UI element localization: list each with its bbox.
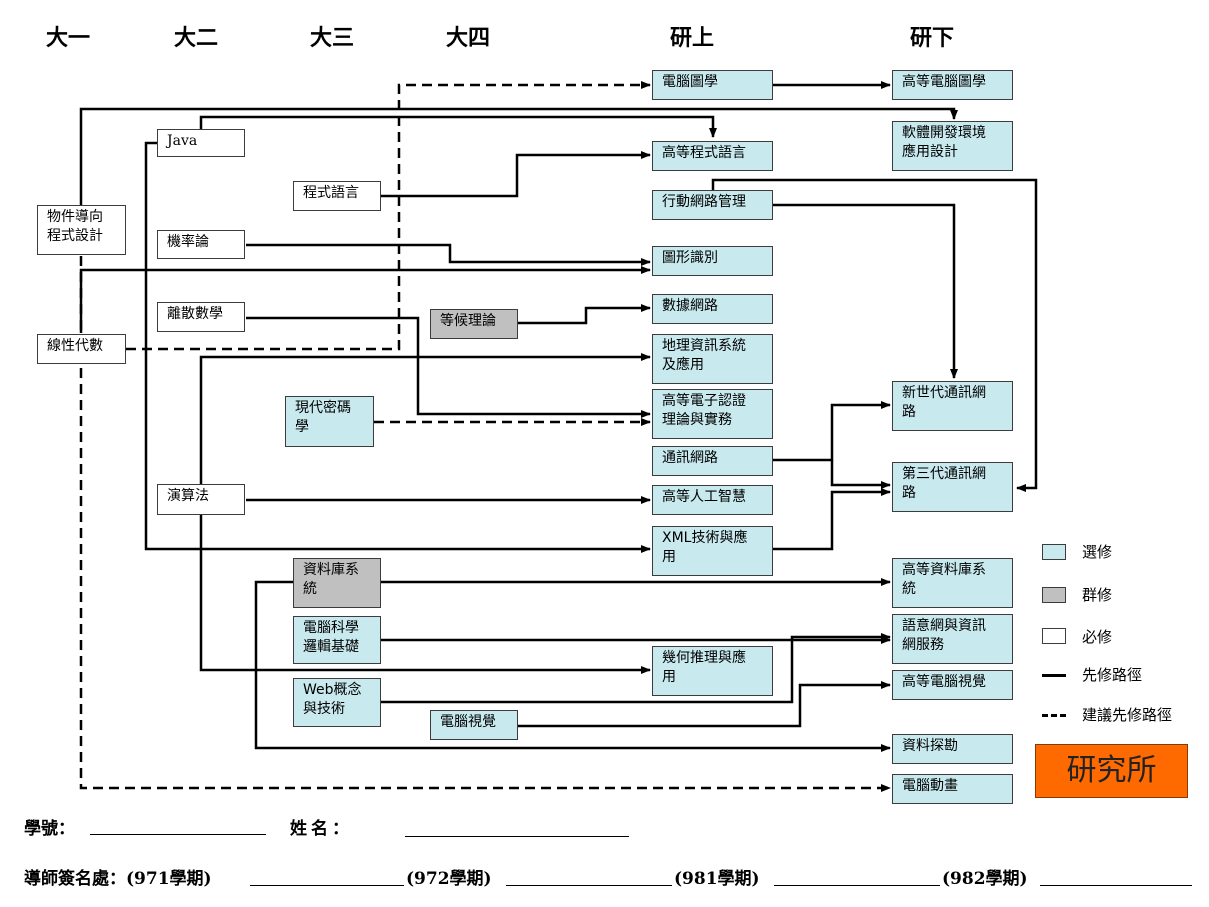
course-mining[interactable]: 資料探勘 [892, 734, 1013, 764]
course-algo[interactable]: 演算法 [157, 484, 245, 515]
link-web-semweb [381, 633, 891, 704]
year-4-header: 大四 [446, 25, 491, 51]
course-ecert[interactable]: 高等電子認證 理論與實務 [652, 389, 773, 439]
course-ai[interactable]: 高等人工智慧 [652, 485, 773, 515]
legend-prereq-line [1042, 674, 1066, 677]
course-xml[interactable]: XML技術與應 用 [652, 526, 773, 576]
link-mobile-nextgen [773, 203, 958, 379]
course-discrete[interactable]: 離散數學 [157, 302, 245, 332]
legend-group-swatch [1042, 587, 1066, 603]
course-pattern[interactable]: 圖形識別 [652, 246, 773, 276]
link-algo-gis [199, 353, 651, 516]
year-1-header: 大一 [46, 25, 91, 51]
link-linalg-graphics [126, 81, 651, 351]
year-3-header: 大三 [310, 25, 355, 51]
course-java[interactable]: Java [157, 129, 245, 157]
course-swenv[interactable]: 軟體開發環境 應用設計 [892, 121, 1013, 171]
link-discrete-ecert [246, 316, 651, 418]
course-queue[interactable]: 等候理論 [430, 309, 518, 339]
link-proglang-advprog [381, 151, 651, 198]
sign-field-972[interactable] [506, 885, 672, 886]
link-algo-geom [199, 516, 651, 674]
link-oop-anim [79, 256, 891, 792]
link-java-advprog [199, 115, 717, 138]
course-web[interactable]: Web概念 與技術 [293, 678, 381, 727]
course-semweb[interactable]: 語意網與資訊 網服務 [892, 614, 1013, 664]
link-cv-advcv [518, 681, 891, 728]
sem-982-label: (982學期) [942, 869, 1028, 889]
course-oop[interactable]: 物件導向 程式設計 [37, 205, 126, 255]
course-advgraphics[interactable]: 高等電腦圖學 [892, 70, 1013, 100]
legend-prereq-label: 先修路徑 [1082, 666, 1143, 684]
legend-group-label: 群修 [1082, 586, 1113, 604]
link-prob-pattern [246, 243, 651, 266]
name-field[interactable] [405, 836, 629, 837]
grad-1-header: 研上 [670, 25, 715, 51]
course-datanet[interactable]: 數據網路 [652, 294, 773, 324]
course-mobile[interactable]: 行動網路管理 [652, 190, 773, 220]
grad-2-header: 研下 [910, 25, 955, 51]
course-gis[interactable]: 地理資訊系統 及應用 [652, 334, 773, 384]
sign-field-981[interactable] [774, 885, 940, 886]
course-prob[interactable]: 機率論 [157, 230, 245, 259]
grad-school-label: 研究所 [1035, 744, 1188, 798]
sign-field-971[interactable] [250, 885, 404, 886]
link-commnet-nextgen [773, 401, 891, 462]
sign-field-982[interactable] [1040, 885, 1192, 886]
legend-required-swatch [1042, 628, 1066, 644]
sem-972-label: (972學期) [406, 869, 492, 889]
link-mobile-g3 [711, 178, 1038, 492]
course-anim[interactable]: 電腦動畫 [892, 774, 1013, 804]
year-2-header: 大二 [174, 25, 219, 51]
course-nextgen[interactable]: 新世代通訊網 路 [892, 381, 1013, 431]
course-cslogic[interactable]: 電腦科學 邏輯基礎 [293, 616, 381, 664]
course-linalg[interactable]: 線性代數 [37, 334, 126, 364]
course-crypto[interactable]: 現代密碼 學 [285, 396, 374, 447]
course-advdb[interactable]: 高等資料庫系 統 [892, 558, 1013, 608]
student-id-field[interactable] [90, 834, 266, 835]
course-commnet[interactable]: 通訊網路 [652, 446, 773, 476]
legend-suggested-line [1042, 714, 1066, 717]
link-commnet-g3 [830, 460, 891, 489]
course-graphics[interactable]: 電腦圖學 [652, 70, 773, 100]
link-queue-datanet [518, 304, 651, 325]
link-db-mining [254, 580, 891, 752]
course-db[interactable]: 資料庫系 統 [293, 558, 381, 608]
course-geom[interactable]: 幾何推理與應 用 [652, 646, 773, 696]
legend-required-label: 必修 [1082, 628, 1113, 646]
link-xml-g3 [773, 488, 891, 551]
link-oop-swenv [79, 107, 958, 205]
sem-981-label: (981學期) [674, 869, 760, 889]
link-java-xml [144, 141, 651, 553]
legend-suggested-label: 建議先修路徑 [1082, 706, 1173, 724]
student-id-label: 學號： [24, 819, 75, 839]
course-advprog[interactable]: 高等程式語言 [652, 141, 773, 171]
legend-elective-swatch [1042, 544, 1066, 560]
legend-elective-label: 選修 [1082, 543, 1113, 561]
course-cv[interactable]: 電腦視覺 [430, 710, 518, 740]
course-proglang[interactable]: 程式語言 [293, 181, 381, 211]
course-g3[interactable]: 第三代通訊網 路 [892, 462, 1013, 512]
name-label: 姓名： [290, 819, 353, 839]
advisor-sign-label: 導師簽名處：(971學期) [24, 869, 212, 889]
course-advcv[interactable]: 高等電腦視覺 [892, 670, 1013, 700]
